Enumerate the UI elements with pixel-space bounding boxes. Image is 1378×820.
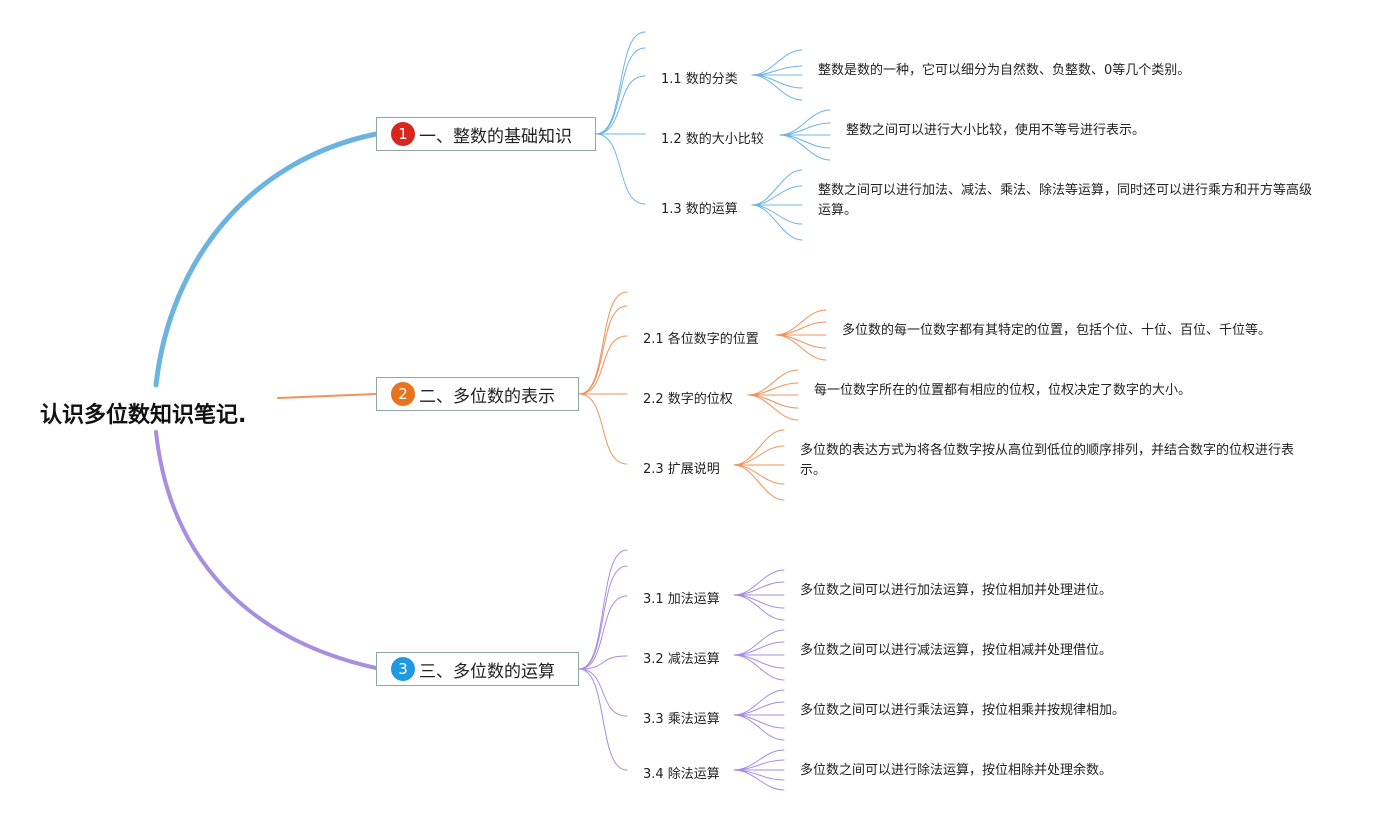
b3-sub-link-5 (578, 668, 628, 717)
subtopic-2-1[interactable]: 2.1 各位数字的位置 (643, 332, 759, 347)
subtopic-3-1[interactable]: 3.1 加法运算 (643, 592, 720, 607)
b3-4-leaf-link-4 (733, 769, 785, 781)
b3-sub-link-3 (578, 595, 628, 670)
b1-2-leaf-link-5 (779, 134, 831, 161)
b2-sub-link-3 (578, 335, 628, 395)
subtopic-1-1[interactable]: 1.1 数的分类 (661, 72, 738, 87)
b3-3-leaf-link-2 (733, 701, 785, 716)
branch-1-label: 一、整数的基础知识 (419, 126, 572, 147)
subtopic-1-2[interactable]: 1.2 数的大小比较 (661, 132, 764, 147)
detail-1-2[interactable]: 整数之间可以进行大小比较，使用不等号进行表示。 (846, 123, 1146, 138)
b2-2-leaf-link-4 (747, 394, 799, 409)
b3-sub-link-2 (578, 565, 628, 670)
root-topic[interactable]: 认识多位数知识笔记. (40, 403, 247, 428)
b3-2-leaf-link-5 (733, 654, 785, 681)
b3-2-leaf-link-4 (733, 654, 785, 669)
branch-1-topic[interactable]: 1 一、整数的基础知识 (376, 117, 596, 151)
b2-3-leaf-link-1 (733, 429, 785, 466)
b3-2-leaf-link-2 (733, 641, 785, 656)
b2-3-leaf-link-4 (733, 464, 785, 485)
b3-1-leaf-link-2 (733, 581, 785, 596)
b1-2-leaf-link-2 (779, 122, 831, 136)
branch-3-topic[interactable]: 3 三、多位数的运算 (376, 652, 579, 686)
b1-3-leaf-link-4 (751, 204, 803, 225)
b2-2-leaf-link-1 (747, 369, 799, 396)
branch-2-topic[interactable]: 2 二、多位数的表示 (376, 377, 579, 411)
b3-4-leaf-link-2 (733, 759, 785, 771)
branch-1-badge: 1 (391, 122, 415, 146)
b1-sub-link-2 (595, 47, 646, 135)
b2-sub-link-5 (578, 393, 628, 465)
subtopic-2-3[interactable]: 2.3 扩展说明 (643, 462, 720, 477)
b1-3-leaf-link-1 (751, 169, 803, 206)
detail-3-1[interactable]: 多位数之间可以进行加法运算，按位相加并处理进位。 (800, 583, 1113, 598)
b3-3-leaf-link-4 (733, 714, 785, 729)
b2-sub-link-2 (578, 305, 628, 395)
subtopic-1-3[interactable]: 1.3 数的运算 (661, 202, 738, 217)
b1-3-leaf-link-2 (751, 185, 803, 206)
b3-sub-link-4 (578, 655, 628, 670)
detail-3-2[interactable]: 多位数之间可以进行减法运算，按位相减并处理借位。 (800, 643, 1113, 658)
detail-3-3[interactable]: 多位数之间可以进行乘法运算，按位相乘并按规律相加。 (800, 703, 1126, 718)
detail-2-1[interactable]: 多位数的每一位数字都有其特定的位置，包括个位、十位、百位、千位等。 (842, 323, 1272, 338)
branch-3-label: 三、多位数的运算 (419, 661, 555, 682)
b3-1-leaf-link-4 (733, 594, 785, 609)
b1-2-leaf-link-1 (779, 109, 831, 136)
b1-3-leaf-link-5 (751, 204, 803, 241)
detail-3-4[interactable]: 多位数之间可以进行除法运算，按位相除并处理余数。 (800, 763, 1113, 778)
b2-3-leaf-link-5 (733, 464, 785, 501)
b2-1-leaf-link-5 (775, 334, 827, 361)
detail-1-3[interactable]: 整数之间可以进行加法、减法、乘法、除法等运算，同时还可以进行乘方和开方等高级运算… (818, 183, 1313, 218)
b3-sub-link-1 (578, 549, 628, 670)
branch-3-badge: 3 (391, 657, 415, 681)
b1-sub-link-1 (595, 31, 646, 135)
detail-2-2[interactable]: 每一位数字所在的位置都有相应的位权，位权决定了数字的大小。 (814, 383, 1192, 398)
b3-1-leaf-link-5 (733, 594, 785, 621)
b3-4-leaf-link-5 (733, 769, 785, 791)
detail-2-3[interactable]: 多位数的表达方式为将各位数字按从高位到低位的顺序排列，并结合数字的位权进行表示。 (800, 443, 1295, 478)
subtopic-3-2[interactable]: 3.2 减法运算 (643, 652, 720, 667)
b2-1-leaf-link-2 (775, 321, 827, 336)
root-link-1 (153, 131, 379, 388)
b2-1-leaf-link-4 (775, 334, 827, 349)
b1-1-leaf-link-5 (751, 74, 803, 101)
b1-1-leaf-link-1 (751, 49, 803, 76)
branch-2-badge: 2 (391, 382, 415, 406)
b1-sub-link-3 (595, 75, 646, 135)
b2-sub-link-1 (578, 291, 628, 395)
branch-2-label: 二、多位数的表示 (419, 386, 555, 407)
subtopic-3-3[interactable]: 3.3 乘法运算 (643, 712, 720, 727)
b1-1-leaf-link-4 (751, 74, 803, 89)
root-link-2 (277, 393, 377, 399)
b3-4-leaf-link-1 (733, 749, 785, 771)
b2-2-leaf-link-2 (747, 382, 799, 396)
root-link-3 (154, 430, 378, 670)
b3-3-leaf-link-5 (733, 714, 785, 741)
b3-sub-link-6 (578, 668, 628, 771)
b1-sub-link-5 (595, 133, 646, 205)
subtopic-2-2[interactable]: 2.2 数字的位权 (643, 392, 733, 407)
detail-1-1[interactable]: 整数是数的一种，它可以细分为自然数、负整数、0等几个类别。 (818, 63, 1191, 78)
b2-2-leaf-link-5 (747, 394, 799, 421)
subtopic-3-4[interactable]: 3.4 除法运算 (643, 767, 720, 782)
b1-2-leaf-link-4 (779, 134, 831, 149)
b2-3-leaf-link-2 (733, 445, 785, 466)
